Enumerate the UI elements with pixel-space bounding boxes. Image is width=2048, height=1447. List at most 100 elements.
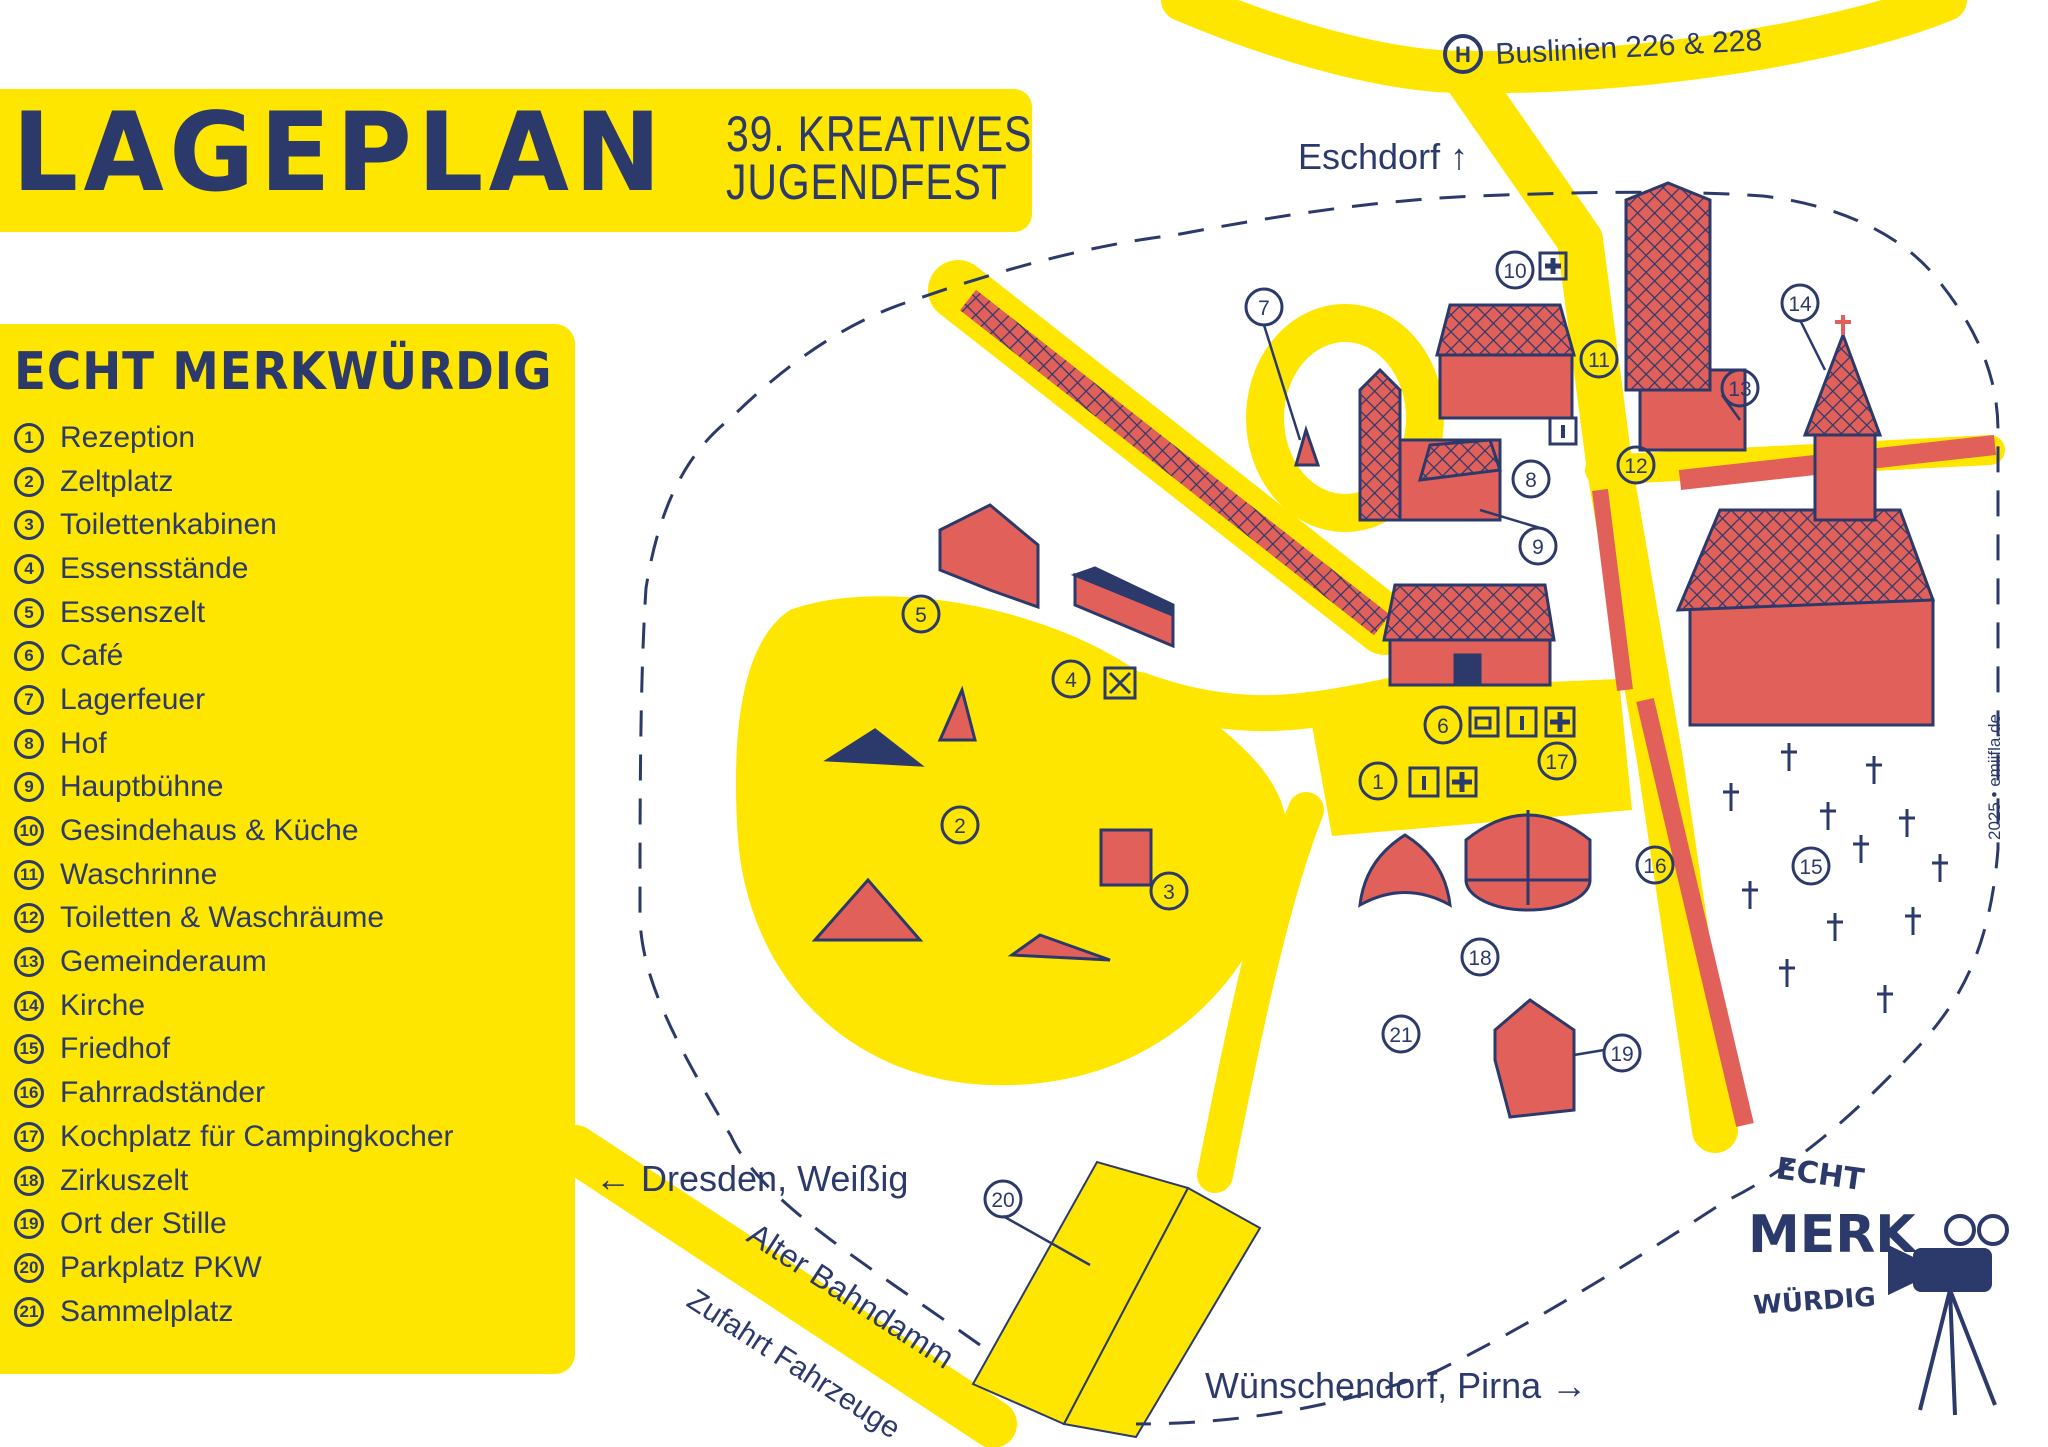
legend-number: 15 [14, 1034, 44, 1065]
marker-leaders [1002, 319, 1827, 1267]
map-marker-6[interactable]: 6 [1423, 705, 1463, 745]
marker-number: 20 [991, 1189, 1014, 1212]
legend-label: Waschrinne [60, 857, 218, 891]
access-road [551, 1125, 1017, 1447]
marker-circle [1780, 283, 1820, 323]
legend-number: 18 [14, 1165, 44, 1196]
legend-label: Kirche [60, 988, 146, 1022]
legend-number: 21 [14, 1296, 44, 1327]
bus-road [1161, 0, 1967, 94]
marker-circle [1720, 368, 1760, 408]
legend-number: 13 [14, 947, 44, 978]
marker-number: 17 [1545, 751, 1568, 774]
coffee-icon [1468, 706, 1500, 738]
legend-label: Café [60, 639, 124, 673]
map-marker-1[interactable]: 1 [1358, 761, 1398, 801]
map-marker-16[interactable]: 16 [1635, 845, 1675, 885]
map-marker-19[interactable]: 19 [1602, 1033, 1642, 1073]
map-marker-12[interactable]: 12 [1616, 445, 1656, 485]
map-marker-3[interactable]: 3 [1149, 871, 1189, 911]
marker-circle [1460, 937, 1500, 977]
legend-number: 7 [14, 684, 44, 715]
marker-circle [1616, 445, 1656, 485]
cross-icon [1853, 835, 1869, 863]
dresden-label: ← Dresden, Weißig [595, 1158, 909, 1199]
legend-item: 6 Café [14, 634, 454, 678]
event-subtitle: 39. KREATIVES JUGENDFEST [726, 106, 1033, 210]
map-marker-20[interactable]: 20 [983, 1179, 1023, 1219]
map-marker-21[interactable]: 21 [1381, 1014, 1421, 1054]
legend-label: Zeltplatz [60, 464, 174, 498]
map-marker-4[interactable]: 4 [1051, 659, 1091, 699]
legend-title: ECHT MERKWÜRDIG [14, 342, 553, 402]
legend-label: Zirkuszelt [60, 1163, 189, 1197]
legend-label: Fahrradständer [60, 1076, 266, 1110]
legend-label: Essenszelt [60, 595, 206, 629]
map-marker-7[interactable]: 7 [1244, 287, 1284, 327]
marker-number: 13 [1728, 378, 1751, 401]
church-path [1636, 697, 1754, 1128]
legend-number: 11 [14, 859, 44, 890]
map-marker-10[interactable]: 10 [1495, 250, 1535, 290]
marker-circle [1518, 526, 1558, 566]
map-marker-18[interactable]: 18 [1460, 937, 1500, 977]
marker-circle [1579, 339, 1619, 379]
church-building [1675, 315, 1936, 727]
subtitle-line-1: 39. KREATIVES [726, 106, 1033, 162]
marker-circle [940, 805, 980, 845]
marker-circle [1791, 846, 1831, 886]
bus-stop-icon [1443, 34, 1483, 74]
map-marker-11[interactable]: 11 [1579, 339, 1619, 379]
cross-icon [1820, 802, 1836, 830]
map-marker-9[interactable]: 9 [1518, 526, 1558, 566]
marker-number: 10 [1503, 260, 1526, 283]
echt-merkwuerdig-logo: ECHT MERK WÜRDIG [1748, 1151, 2009, 1416]
subtitle-line-2: JUGENDFEST [726, 154, 1008, 210]
legend-number: 5 [14, 597, 44, 628]
map-marker-17[interactable]: 17 [1537, 741, 1577, 781]
camping-field [735, 596, 1288, 1086]
legend-label: Sammelplatz [60, 1294, 234, 1328]
legend-item: 2 Zeltplatz [14, 460, 454, 504]
map-marker-2[interactable]: 2 [940, 805, 980, 845]
map-marker-13[interactable]: 13 [1720, 368, 1760, 408]
hof-loop [1246, 304, 1444, 532]
map-marker-14[interactable]: 14 [1780, 283, 1820, 323]
cross-icon [1723, 783, 1739, 811]
parking-area-b[interactable] [1062, 1186, 1262, 1439]
legend-label: Ort der Stille [60, 1207, 227, 1241]
first-aid-icon [1446, 766, 1478, 798]
tents [811, 685, 1111, 962]
marker-circle [1602, 1033, 1642, 1073]
cross-icon [1827, 913, 1843, 941]
page-title: LAGEPLAN [12, 88, 667, 216]
cross-icon [1905, 907, 1921, 935]
reception-tent [1358, 833, 1452, 908]
legend-number: 6 [14, 641, 44, 672]
gemeinderaum-tower [1624, 181, 1747, 452]
map-marker-5[interactable]: 5 [901, 594, 941, 634]
cross-icon [1779, 959, 1795, 987]
legend-number: 4 [14, 553, 44, 584]
toilet-cabins [1099, 828, 1153, 887]
legend-item: 5 Essenszelt [14, 591, 454, 635]
legend-number: 2 [14, 466, 44, 497]
map-marker-8[interactable]: 8 [1511, 459, 1551, 499]
legend-number: 20 [14, 1252, 44, 1283]
gesindehaus-building [1435, 303, 1576, 420]
legend-label: Toiletten & Waschräume [60, 901, 385, 935]
marker-circle [1358, 761, 1398, 801]
marker-number: 6 [1437, 715, 1449, 738]
map-marker-15[interactable]: 15 [1791, 846, 1831, 886]
quiet-place-building [1493, 998, 1576, 1119]
legend-number: 16 [14, 1078, 44, 1109]
marker-number: 4 [1065, 669, 1077, 692]
